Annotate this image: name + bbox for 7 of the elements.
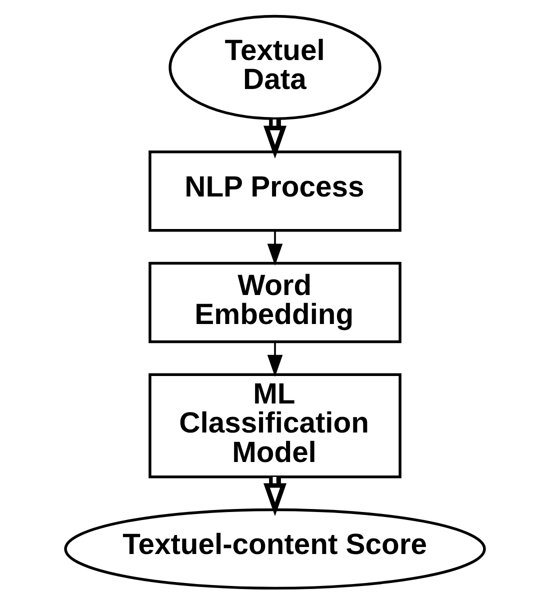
node-box: NLP Process [148,150,401,232]
node-box: Word Embedding [148,262,401,344]
node-box: ML Classification Model [148,373,401,478]
node-ellipse: Textuel-content Score [64,508,486,590]
node-ellipse: Textuel Data [168,14,381,120]
arrow [266,342,282,377]
arrow [266,230,282,266]
